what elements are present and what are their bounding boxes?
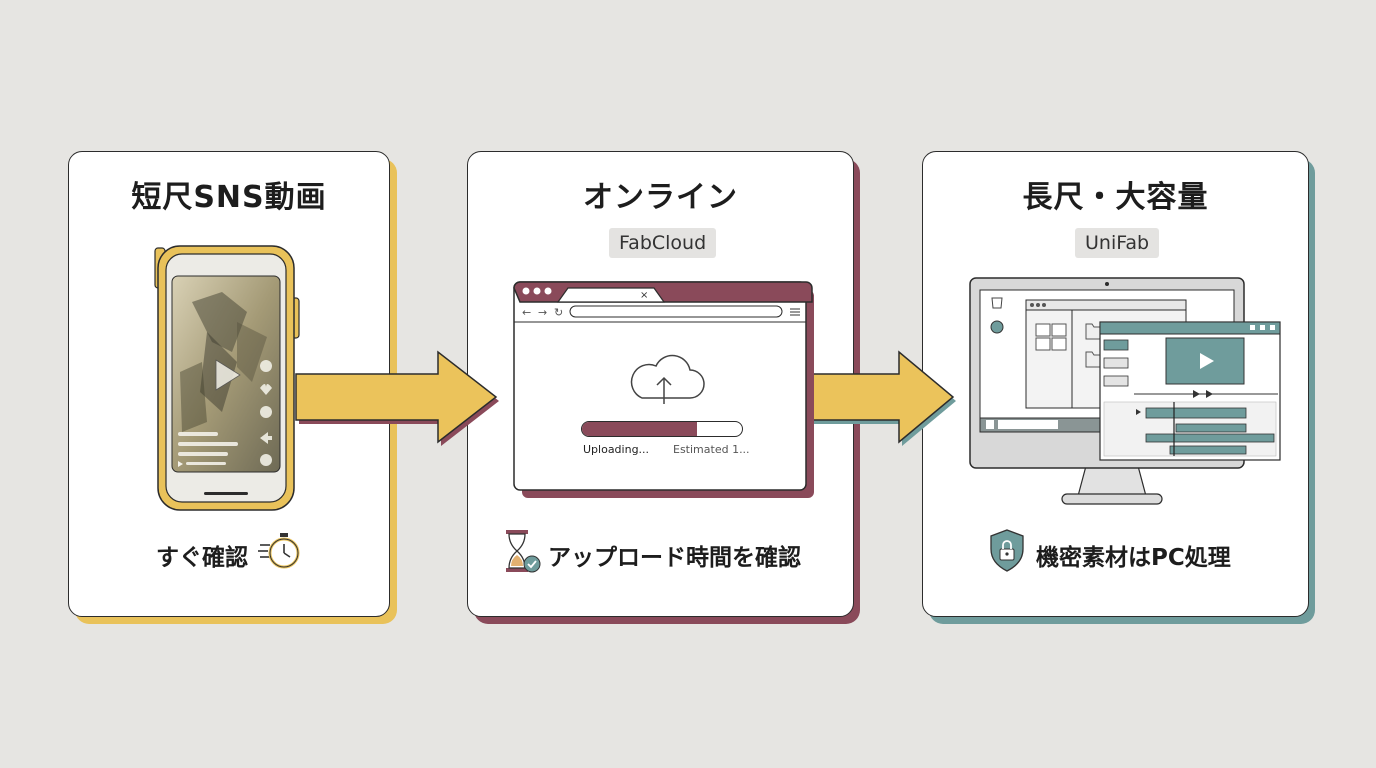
upload-progress-fill — [582, 422, 698, 436]
browser-illustration: × ← → ↻ — [513, 281, 814, 498]
hourglass-icon — [506, 530, 541, 573]
card-title-desktop: 長尺・大容量 — [1022, 180, 1209, 215]
upload-estimate-text: Estimated 1... — [673, 443, 750, 456]
play-icon — [215, 359, 241, 391]
svg-text:→: → — [538, 306, 547, 319]
desktop-illustration — [969, 277, 1281, 505]
card-title-sns: 短尺SNS動画 — [131, 180, 327, 215]
caption-sns: すぐ確認 — [156, 545, 248, 571]
cloud-upload-icon — [630, 354, 705, 404]
svg-text:↻: ↻ — [554, 306, 563, 319]
upload-progress-bar — [581, 421, 743, 437]
arrow-2 — [808, 350, 956, 446]
card-title-online: オンライン — [583, 180, 738, 215]
upload-status-text: Uploading... — [583, 443, 650, 456]
badge-fabcloud: FabCloud — [609, 228, 717, 258]
badge-unifab: UniFab — [1075, 228, 1160, 258]
arrow-1 — [295, 350, 499, 446]
caption-desktop: 機密素材はPC処理 — [1036, 545, 1231, 571]
stopwatch-icon — [258, 533, 300, 569]
tab-close-icon: × — [640, 290, 648, 301]
caption-online: アップロード時間を確認 — [548, 545, 801, 571]
svg-text:←: ← — [522, 306, 531, 319]
shield-lock-icon — [990, 529, 1024, 572]
smartphone-illustration — [154, 245, 300, 511]
